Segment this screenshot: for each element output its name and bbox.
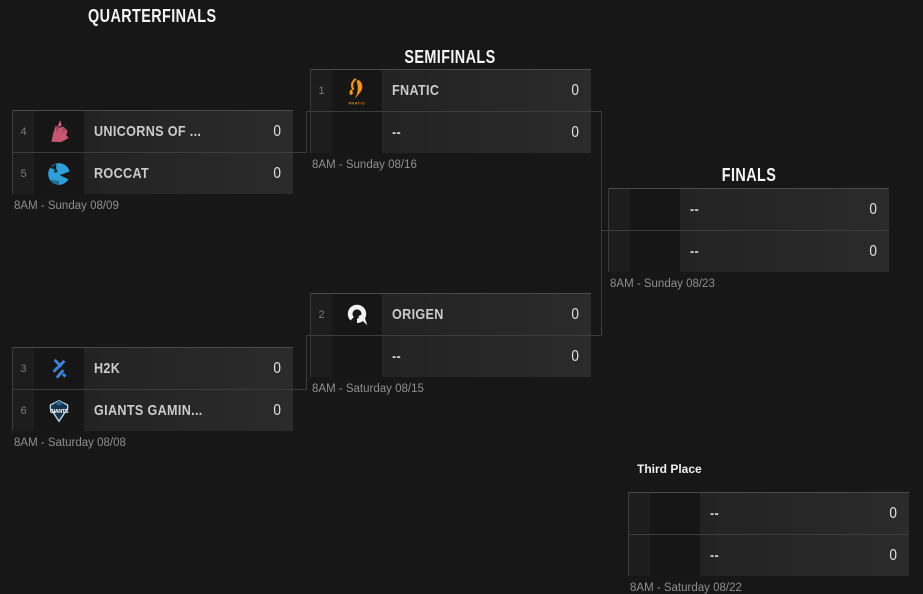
seed-label: 4 <box>13 111 34 152</box>
connector-line <box>293 389 306 390</box>
team-score: 0 <box>273 359 281 377</box>
match-slot-tbd[interactable]: -- 0 <box>609 230 889 272</box>
giants-gaming-logo-icon: GIANTS <box>34 390 84 431</box>
match-slot-h2k[interactable]: 3 H2K 0 <box>13 347 293 389</box>
connector-line <box>306 111 307 153</box>
semifinals-title: SEMIFINALS <box>310 47 591 67</box>
seed-label <box>609 189 630 230</box>
fnatic-logo-icon: FNATIC <box>332 70 382 111</box>
match-slot-tbd[interactable]: -- 0 <box>629 534 909 576</box>
team-name: H2K <box>94 360 121 377</box>
third-place-title: Third Place <box>637 462 702 476</box>
match-slot-giants-gaming[interactable]: 6 GIANTS GIANTS GAMIN... 0 <box>13 389 293 431</box>
team-name: ROCCAT <box>94 165 149 182</box>
match-semifinal-1: 1 FNATIC FNATIC 0 -- 0 8AM - Sunday 08/1… <box>310 69 591 171</box>
match-slot-tbd[interactable]: -- 0 <box>629 492 909 534</box>
match-schedule: 8AM - Saturday 08/15 <box>312 383 424 395</box>
team-name: FNATIC <box>392 82 440 99</box>
match-schedule: 8AM - Sunday 08/09 <box>14 200 119 212</box>
roccat-logo-icon <box>34 153 84 194</box>
match-schedule: 8AM - Saturday 08/08 <box>14 437 126 449</box>
match-third-place: -- 0 -- 0 8AM - Saturday 08/22 <box>628 492 909 594</box>
team-score: 0 <box>571 305 579 323</box>
team-score: 0 <box>869 200 877 218</box>
semifinals-title-label: SEMIFINALS <box>404 47 497 67</box>
match-slot-tbd[interactable]: -- 0 <box>311 335 591 377</box>
connector-line <box>306 335 307 390</box>
match-slot-tbd[interactable]: -- 0 <box>311 111 591 153</box>
empty-logo-placeholder <box>650 493 700 534</box>
empty-logo-placeholder <box>630 231 680 272</box>
seed-label <box>629 493 650 534</box>
seed-label <box>311 336 332 377</box>
svg-text:GIANTS: GIANTS <box>50 408 69 414</box>
empty-logo-placeholder <box>332 336 382 377</box>
connector-line <box>307 335 310 336</box>
match-final: -- 0 -- 0 8AM - Sunday 08/23 <box>608 188 889 290</box>
team-score: 0 <box>571 81 579 99</box>
match-slot-tbd[interactable]: -- 0 <box>609 188 889 230</box>
connector-line <box>293 152 306 153</box>
team-score: 0 <box>571 123 579 141</box>
team-name: -- <box>690 201 700 218</box>
match-semifinal-2: 2 ORIGEN 0 -- 0 8AM - Saturday 08/15 <box>310 293 591 395</box>
seed-label <box>629 535 650 576</box>
empty-logo-placeholder <box>630 189 680 230</box>
empty-logo-placeholder <box>650 535 700 576</box>
seed-label: 5 <box>13 153 34 194</box>
match-slot-roccat[interactable]: 5 ROCCAT 0 <box>13 152 293 194</box>
connector-line <box>591 111 601 112</box>
seed-label: 2 <box>311 294 332 335</box>
match-slot-fnatic[interactable]: 1 FNATIC FNATIC 0 <box>311 69 591 111</box>
team-score: 0 <box>571 347 579 365</box>
seed-label <box>609 231 630 272</box>
team-score: 0 <box>273 401 281 419</box>
match-quarterfinal-2: 3 H2K 0 6 GIANTS GIANTS GA <box>12 347 293 449</box>
team-score: 0 <box>869 242 877 260</box>
quarterfinals-title-label: QUARTERFINALS <box>88 6 217 26</box>
team-name: ORIGEN <box>392 306 444 323</box>
team-score: 0 <box>889 546 897 564</box>
team-name: -- <box>392 348 402 365</box>
empty-logo-placeholder <box>332 112 382 153</box>
match-quarterfinal-1: 4 UNICORNS OF ... 0 5 <box>12 110 293 212</box>
seed-label: 6 <box>13 390 34 431</box>
seed-label <box>311 112 332 153</box>
team-score: 0 <box>273 164 281 182</box>
svg-text:FNATIC: FNATIC <box>349 101 366 104</box>
team-name: -- <box>710 505 720 522</box>
team-name: -- <box>690 243 700 260</box>
team-score: 0 <box>889 504 897 522</box>
match-slot-origen[interactable]: 2 ORIGEN 0 <box>311 293 591 335</box>
match-schedule: 8AM - Saturday 08/22 <box>630 582 742 594</box>
team-score: 0 <box>273 122 281 140</box>
seed-label: 1 <box>311 70 332 111</box>
connector-line <box>601 111 602 336</box>
finals-title: FINALS <box>608 165 889 185</box>
team-name: UNICORNS OF ... <box>94 123 202 140</box>
seed-label: 3 <box>13 348 34 389</box>
h2k-logo-icon <box>34 348 84 389</box>
team-name: GIANTS GAMIN... <box>94 402 203 419</box>
connector-line <box>307 111 310 112</box>
connector-line <box>591 335 601 336</box>
unicorns-of-love-logo-icon <box>34 111 84 152</box>
match-schedule: 8AM - Sunday 08/16 <box>312 159 417 171</box>
team-name: -- <box>392 124 402 141</box>
team-name: -- <box>710 547 720 564</box>
connector-line <box>602 230 608 231</box>
match-schedule: 8AM - Sunday 08/23 <box>610 278 715 290</box>
match-slot-unicorns-of-love[interactable]: 4 UNICORNS OF ... 0 <box>13 110 293 152</box>
quarterfinals-title: QUARTERFINALS <box>12 6 293 26</box>
origen-logo-icon <box>332 294 382 335</box>
finals-title-label: FINALS <box>721 165 776 185</box>
